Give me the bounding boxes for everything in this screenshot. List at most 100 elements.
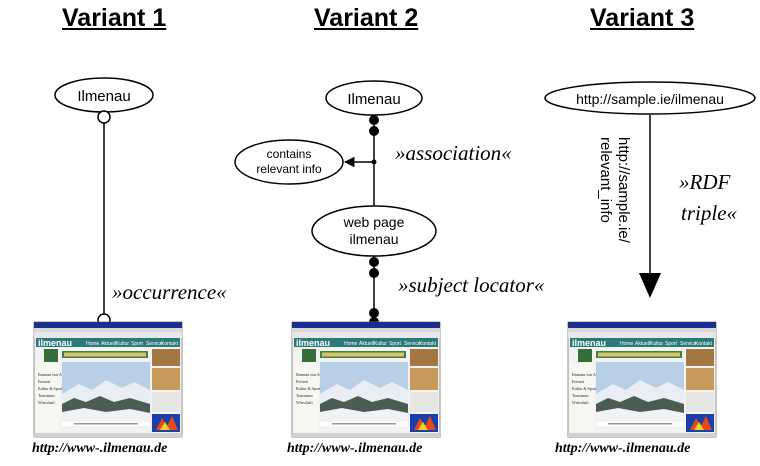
- site-menu-item: Sport: [131, 341, 144, 347]
- variant-2-url: http://www-.ilmenau.de: [287, 441, 423, 456]
- site-photo-top: [152, 349, 180, 366]
- site-logo: [302, 349, 316, 362]
- browser-menu-bar: [34, 328, 182, 332]
- site-photo-mid: [686, 368, 714, 390]
- site-menu-item: Kontakt: [161, 341, 179, 347]
- locator-dot-2: [369, 268, 379, 278]
- site-brand: ilmenau: [296, 338, 330, 348]
- site-menu-item: Kultur: [650, 341, 663, 347]
- site-sidebar-item: Ilmenau von A-Z: [38, 372, 66, 377]
- topic-label: Ilmenau: [77, 88, 130, 105]
- rdf-predicate-line1: http://sample.ie/: [615, 137, 632, 244]
- variant-3-diagram: http://sample.ie/ilmenau http://sample.i…: [544, 81, 756, 298]
- occurrence-label: »occurrence«: [112, 280, 227, 304]
- info-label-line1: contains: [267, 147, 312, 161]
- rdf-subject-label: http://sample.ie/ilmenau: [576, 91, 724, 107]
- rdf-predicate-line2: relevant_info: [597, 137, 614, 223]
- locator-dot-3: [369, 308, 379, 318]
- web-page-label-line1: web page: [343, 214, 405, 230]
- rdf-subject-node: [544, 81, 756, 115]
- site-sidebar-item: Wirtschaft: [38, 400, 56, 405]
- site-sidebar: [570, 362, 594, 432]
- site-menu-item: Aktuell: [635, 341, 650, 347]
- site-menu-item: Home: [86, 341, 100, 347]
- topic-label-2: Ilmenau: [347, 91, 400, 108]
- association-junction: [371, 159, 377, 165]
- browser-address-bar: [292, 332, 440, 338]
- variant-3-heading: Variant 3: [590, 4, 695, 32]
- site-sidebar-item: Tourismus: [296, 393, 313, 398]
- site-menu-item: Home: [620, 341, 634, 347]
- locator-dot-1: [369, 257, 379, 267]
- site-menu-item: Service: [680, 341, 697, 347]
- site-hero-ground: [596, 408, 684, 420]
- occurrence-start-circle: [97, 110, 111, 124]
- association-dot-1: [369, 115, 379, 125]
- browser-address-bar: [34, 332, 182, 338]
- site-map-shape: [156, 416, 178, 430]
- web-page-label-line2: ilmenau: [349, 231, 398, 247]
- site-brand: ilmenau: [572, 338, 606, 348]
- site-header: [294, 338, 438, 347]
- info-label-line2: relevant info: [256, 162, 322, 176]
- site-menu-item: Service: [146, 341, 163, 347]
- site-menu-item: Aktuell: [101, 341, 116, 347]
- site-photo-top: [686, 349, 714, 366]
- site-sidebar-item: Kultur & Sport: [296, 386, 321, 391]
- site-photo-chart: [410, 392, 438, 412]
- rdf-arrowhead: [639, 273, 661, 298]
- browser-status-bar: [292, 433, 440, 437]
- site-logo: [44, 349, 58, 362]
- site-banner-strip: [64, 352, 146, 357]
- site-photo-top: [410, 349, 438, 366]
- site-menu-item: Kultur: [116, 341, 129, 347]
- site-photo-mid: [152, 368, 180, 390]
- browser-status-bar: [568, 433, 716, 437]
- site-brand: ilmenau: [38, 338, 72, 348]
- site-sidebar-item: Freizeit: [38, 379, 51, 384]
- site-menu-item: Home: [344, 341, 358, 347]
- site-sidebar-item: Tourismus: [572, 393, 589, 398]
- site-sidebar-item: Tourismus: [38, 393, 55, 398]
- site-logo: [578, 349, 592, 362]
- site-photo-chart: [152, 392, 180, 412]
- site-sidebar-item: Freizeit: [572, 379, 585, 384]
- site-sidebar-item: Kultur & Sport: [38, 386, 63, 391]
- subject-locator-label: »subject locator«: [398, 273, 545, 297]
- site-menu-item: Aktuell: [359, 341, 374, 347]
- site-menu-item: Kultur: [374, 341, 387, 347]
- site-map-shape-2: [418, 422, 428, 430]
- site-sidebar-item: Wirtschaft: [296, 400, 314, 405]
- site-sidebar: [36, 362, 60, 432]
- variant-2-heading: Variant 2: [314, 4, 419, 32]
- browser-title-bar: [292, 322, 440, 328]
- site-map-shape: [414, 416, 436, 430]
- site-sidebar-item: Wirtschaft: [572, 400, 590, 405]
- browser-menu-bar: [568, 328, 716, 332]
- site-menu-item: Kontakt: [695, 341, 713, 347]
- site-map-shape: [690, 416, 712, 430]
- browser-title-bar: [568, 322, 716, 328]
- rdf-label-line2: triple«: [681, 201, 737, 225]
- variant-1-url: http://www-.ilmenau.de: [32, 441, 168, 456]
- site-hero-ground: [62, 408, 150, 420]
- site-banner-strip: [598, 352, 680, 357]
- site-menu-item: Kontakt: [419, 341, 437, 347]
- site-sidebar-item: Ilmenau von A-Z: [572, 372, 600, 377]
- site-header: [570, 338, 714, 347]
- info-node: [234, 139, 344, 185]
- web-page-node: [311, 205, 437, 257]
- browser-address-bar: [568, 332, 716, 338]
- site-menu-item: Sport: [665, 341, 678, 347]
- site-banner-strip: [322, 352, 404, 357]
- site-footer-text: [332, 423, 396, 425]
- site-footer-text: [608, 423, 672, 425]
- site-header: [36, 338, 180, 347]
- site-photo-mid: [410, 368, 438, 390]
- variant-1-diagram: Ilmenau »occurrence«: [54, 77, 227, 327]
- browser-menu-bar: [292, 328, 440, 332]
